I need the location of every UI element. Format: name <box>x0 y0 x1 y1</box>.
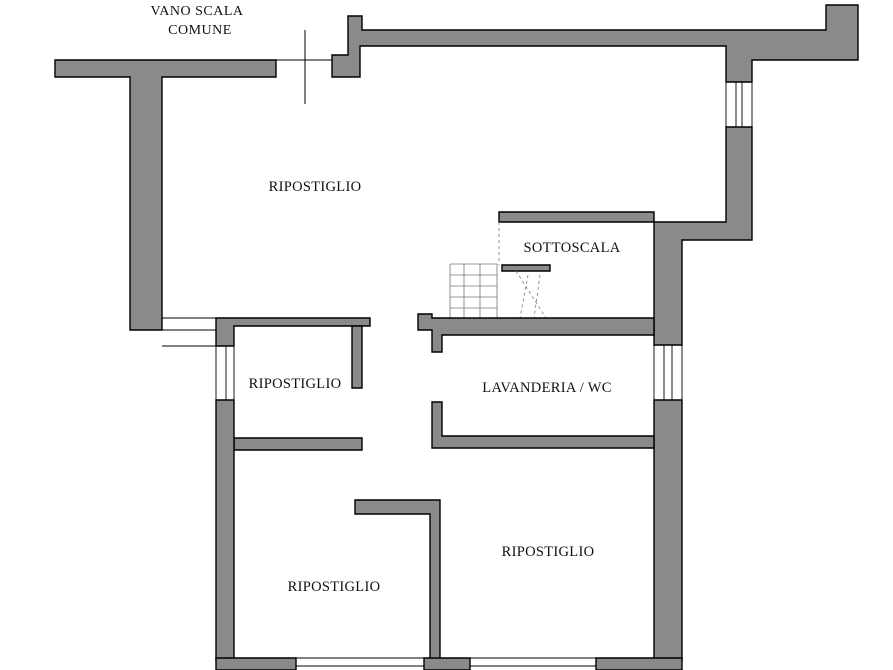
label-vano-scala-line1: VANO SCALA <box>150 4 243 19</box>
stairs <box>449 263 547 319</box>
window-bottom <box>296 657 596 667</box>
wall-right-upper <box>653 126 753 346</box>
wall-bottom <box>215 657 683 670</box>
label-ripostiglio-bottom-right: RIPOSTIGLIO <box>502 544 595 560</box>
entrance-door <box>276 30 332 104</box>
wall-sottoscala <box>498 211 655 272</box>
label-ripostiglio-bottom-left: RIPOSTIGLIO <box>288 579 381 595</box>
label-sottoscala: SOTTOSCALA <box>524 240 621 256</box>
window-right-lower <box>653 345 683 400</box>
label-ripostiglio-small: RIPOSTIGLIO <box>249 376 342 392</box>
window-left-small <box>162 317 235 400</box>
window-right-top <box>725 82 753 127</box>
wall-right-lower <box>653 399 683 661</box>
wall-top-left <box>54 59 277 331</box>
wall-left-lower <box>215 399 235 661</box>
wall-lavanderia-bottom <box>431 401 655 449</box>
wall-lavanderia-top <box>417 313 655 353</box>
wall-small-room <box>215 317 371 451</box>
label-vano-scala-line2: COMUNE <box>168 23 232 38</box>
label-ripostiglio-main: RIPOSTIGLIO <box>269 179 362 195</box>
label-lavanderia-wc: LAVANDERIA / WC <box>482 380 611 396</box>
wall-top <box>331 4 859 83</box>
